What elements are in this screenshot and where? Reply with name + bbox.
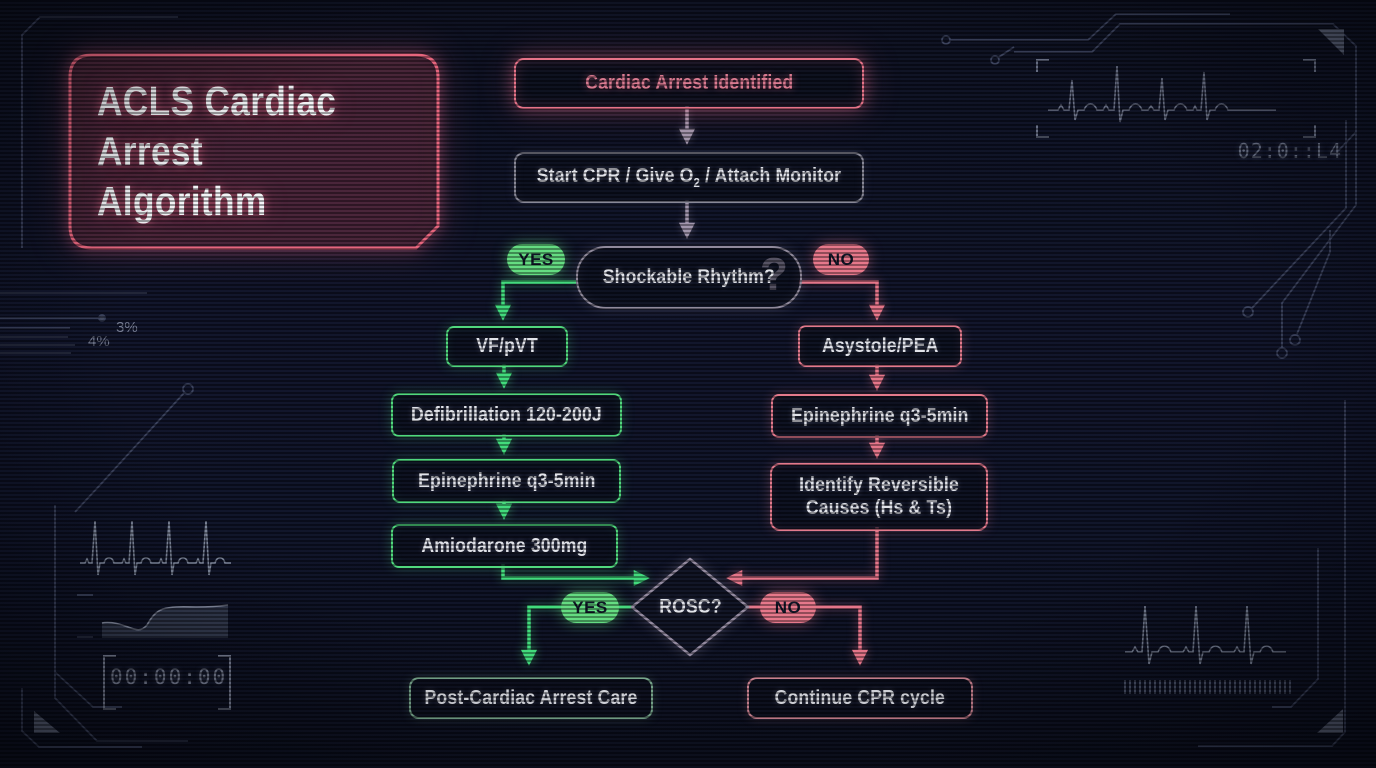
node-cardiac-arrest-identified: Cardiac Arrest Identified [514, 58, 864, 109]
ecg-waveform-bottom-right-icon [1124, 605, 1292, 694]
node-label: Amiodarone 300mg [421, 534, 588, 557]
badge-yes-rosc: YES [561, 592, 619, 623]
circuit-trace-left-icon [74, 383, 194, 513]
node-label: Identify Reversible Causes (Hs & Ts) [799, 473, 959, 519]
node-vf-pvt: VF/pVT [446, 326, 568, 367]
ecg-waveform-top-right-icon [1048, 65, 1276, 123]
badge-yes-shockable: YES [507, 244, 565, 275]
node-label: Continue CPR cycle [774, 686, 946, 709]
node-label: Defibrillation 120-200J [411, 403, 602, 426]
capnography-waveform-icon [101, 604, 229, 638]
node-identify-causes: Identify Reversible Causes (Hs & Ts) [770, 463, 988, 531]
node-label: Post-Cardiac Arrest Care [424, 686, 638, 709]
circuit-trace-top-right-icon [941, 13, 1357, 359]
node-label: Epinephrine q3-5min [417, 469, 596, 492]
badge-no-shockable: NO [813, 244, 869, 275]
node-asystole-pea: Asystole/PEA [798, 325, 962, 367]
node-post-cardiac-arrest-care: Post-Cardiac Arrest Care [409, 677, 653, 719]
ecg-waveform-bottom-left-icon [80, 520, 231, 576]
badge-label: NO [827, 249, 855, 269]
stat-percent-upper: 3% [116, 319, 138, 336]
node-label: Shockable Rhythm? [602, 266, 776, 288]
node-label: Start CPR / Give O2 / Attach Monitor [536, 165, 842, 190]
digital-clock-readout: 02:0::L4 [1237, 139, 1342, 163]
node-label: Asystole/PEA [821, 334, 939, 357]
node-start-cpr: Start CPR / Give O2 / Attach Monitor [514, 152, 864, 203]
node-epinephrine-left: Epinephrine q3-5min [392, 459, 621, 503]
node-epinephrine-right: Epinephrine q3-5min [771, 394, 988, 438]
badge-label: YES [518, 249, 554, 269]
badge-label: NO [774, 597, 802, 617]
ecg-frame-brackets-icon [1036, 59, 1316, 138]
node-label: VF/pVT [476, 335, 538, 357]
node-shockable-rhythm: ? Shockable Rhythm? [576, 246, 802, 309]
node-label: Epinephrine q3-5min [790, 404, 969, 427]
node-defibrillation: Defibrillation 120-200J [391, 393, 622, 437]
elapsed-timer-readout: 00:00:00 [110, 665, 228, 689]
node-continue-cpr: Continue CPR cycle [747, 677, 973, 719]
badge-no-rosc: NO [760, 592, 816, 623]
badge-label: YES [572, 597, 608, 617]
page-title: ACLS Cardiac Arrest Algorithm [97, 78, 337, 225]
panel-frame-bottom-right-icon [1198, 400, 1346, 747]
node-rosc: ROSC? [640, 591, 740, 623]
node-amiodarone: Amiodarone 300mg [391, 524, 618, 568]
stat-percent-lower: 4% [88, 333, 110, 350]
node-label: Cardiac Arrest Identified [584, 72, 794, 94]
node-label: ROSC? [658, 595, 722, 618]
